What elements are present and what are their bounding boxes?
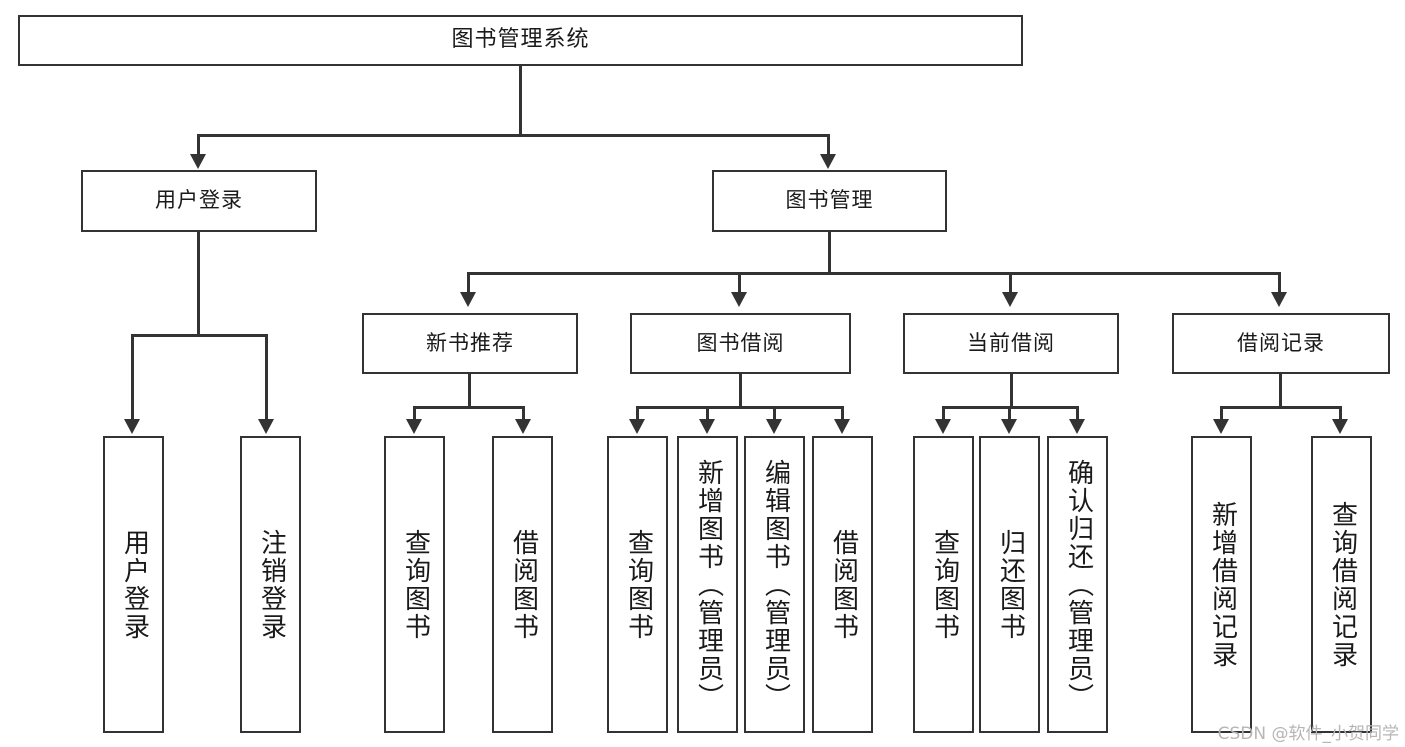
leaf-query-book-current[interactable]: 查询图书	[913, 436, 974, 733]
connector-book-manage-to-l3-3	[1009, 272, 1012, 294]
connector-book-manage-stem	[828, 232, 831, 274]
connector-book-borrow-bus	[636, 406, 844, 409]
arrowhead-l3-borrow-record	[1271, 292, 1287, 307]
arrowhead-bb-leaf-2	[699, 419, 715, 434]
node-label: 新增图书（管理员）	[693, 458, 724, 711]
connector-nbr-to-leaf-1	[413, 406, 416, 420]
leaf-user-login[interactable]: 用户登录	[103, 436, 164, 733]
connector-user-login-bus	[131, 334, 267, 337]
connector-borrow-record-stem	[1279, 374, 1282, 408]
node-book-borrow[interactable]: 图书借阅	[630, 313, 851, 374]
leaf-return-book[interactable]: 归还图书	[979, 436, 1040, 733]
arrowhead-l3-new-book-recommend	[460, 292, 476, 307]
node-root-book-management-system[interactable]: 图书管理系统	[18, 15, 1023, 66]
node-label: 归还图书	[995, 528, 1026, 641]
arrowhead-root-to-user-login	[190, 154, 206, 169]
leaf-add-book-admin[interactable]: 新增图书（管理员）	[677, 436, 738, 733]
connector-bb-to-leaf-3	[773, 406, 776, 420]
node-new-book-recommend[interactable]: 新书推荐	[362, 313, 578, 374]
arrowhead-br-leaf-2	[1332, 419, 1348, 434]
node-label: 当前借阅	[967, 330, 1055, 355]
leaf-logout-login[interactable]: 注销登录	[240, 436, 301, 733]
leaf-query-borrow-record[interactable]: 查询借阅记录	[1311, 436, 1372, 733]
connector-bb-to-leaf-2	[706, 406, 709, 420]
node-label: 查询图书	[929, 528, 960, 641]
node-label: 用户登录	[155, 188, 243, 213]
arrowhead-l3-current-borrow	[1002, 292, 1018, 307]
connector-book-manage-to-l3-4	[1278, 272, 1281, 294]
connector-cb-to-leaf-1	[942, 406, 945, 420]
node-label: 新增借阅记录	[1207, 500, 1238, 669]
node-book-management[interactable]: 图书管理	[712, 170, 947, 232]
leaf-query-book-recommend[interactable]: 查询图书	[384, 436, 445, 733]
connector-br-to-leaf-1	[1220, 406, 1223, 420]
node-label: 借阅图书	[508, 528, 539, 641]
connector-book-manage-to-l3-2	[738, 272, 741, 294]
arrowhead-cb-leaf-3	[1069, 419, 1085, 434]
node-label: 编辑图书（管理员）	[760, 458, 791, 711]
arrowhead-user-login-leaf-1	[124, 419, 140, 434]
connector-br-to-leaf-2	[1339, 406, 1342, 420]
arrowhead-br-leaf-1	[1213, 419, 1229, 434]
leaf-edit-book-admin[interactable]: 编辑图书（管理员）	[744, 436, 805, 733]
node-user-login[interactable]: 用户登录	[81, 170, 317, 232]
connector-cb-to-leaf-2	[1008, 406, 1011, 420]
connector-root-to-user-login	[197, 134, 200, 156]
arrowhead-user-login-leaf-2	[258, 419, 274, 434]
watermark: CSDN @软件_小贺同学	[1217, 724, 1399, 744]
arrowhead-cb-leaf-2	[1001, 419, 1017, 434]
arrowhead-bb-leaf-1	[629, 419, 645, 434]
connector-book-borrow-stem	[739, 374, 742, 408]
arrowhead-nbr-leaf-2	[515, 419, 531, 434]
node-borrow-record[interactable]: 借阅记录	[1172, 313, 1390, 374]
leaf-borrow-book-recommend[interactable]: 借阅图书	[492, 436, 553, 733]
arrowhead-l3-book-borrow	[731, 292, 747, 307]
connector-nbr-to-leaf-2	[522, 406, 525, 420]
connector-user-login-to-leaf-2	[265, 334, 268, 420]
node-label: 查询图书	[623, 528, 654, 641]
node-label: 图书管理系统	[451, 27, 590, 53]
node-label: 图书管理	[785, 188, 874, 213]
connector-bb-to-leaf-1	[636, 406, 639, 420]
leaf-add-borrow-record[interactable]: 新增借阅记录	[1191, 436, 1252, 733]
connector-new-book-recommend-bus	[413, 406, 525, 409]
connector-book-manage-to-l3-1	[467, 272, 470, 294]
node-label: 借阅图书	[828, 528, 859, 641]
connector-root-to-book-manage	[827, 134, 830, 156]
node-label: 新书推荐	[426, 330, 514, 355]
node-label: 注销登录	[256, 528, 287, 641]
arrowhead-nbr-leaf-1	[406, 419, 422, 434]
node-label: 确认归还（管理员）	[1063, 458, 1094, 711]
node-label: 图书借阅	[696, 330, 785, 355]
node-label: 借阅记录	[1237, 330, 1325, 355]
arrowhead-cb-leaf-1	[935, 419, 951, 434]
connector-user-login-to-leaf-1	[131, 334, 134, 420]
arrowhead-bb-leaf-3	[766, 419, 782, 434]
connector-current-borrow-stem	[1010, 374, 1013, 408]
connector-bb-to-leaf-4	[841, 406, 844, 420]
arrowhead-root-to-book-manage	[820, 154, 836, 169]
leaf-borrow-book-borrow[interactable]: 借阅图书	[812, 436, 873, 733]
connector-root-bus	[197, 134, 830, 137]
node-label: 查询借阅记录	[1327, 500, 1358, 669]
connector-borrow-record-bus	[1220, 406, 1342, 409]
node-label: 查询图书	[400, 528, 431, 641]
connector-cb-to-leaf-3	[1076, 406, 1079, 420]
leaf-query-book-borrow[interactable]: 查询图书	[607, 436, 668, 733]
node-current-borrow[interactable]: 当前借阅	[903, 313, 1119, 374]
leaf-confirm-return-admin[interactable]: 确认归还（管理员）	[1047, 436, 1108, 733]
node-label: 用户登录	[119, 528, 150, 641]
connector-root-stem	[519, 66, 522, 135]
arrowhead-bb-leaf-4	[834, 419, 850, 434]
connector-user-login-stem	[197, 232, 200, 336]
connector-new-book-recommend-stem	[468, 374, 471, 408]
connector-book-manage-bus	[467, 272, 1281, 275]
